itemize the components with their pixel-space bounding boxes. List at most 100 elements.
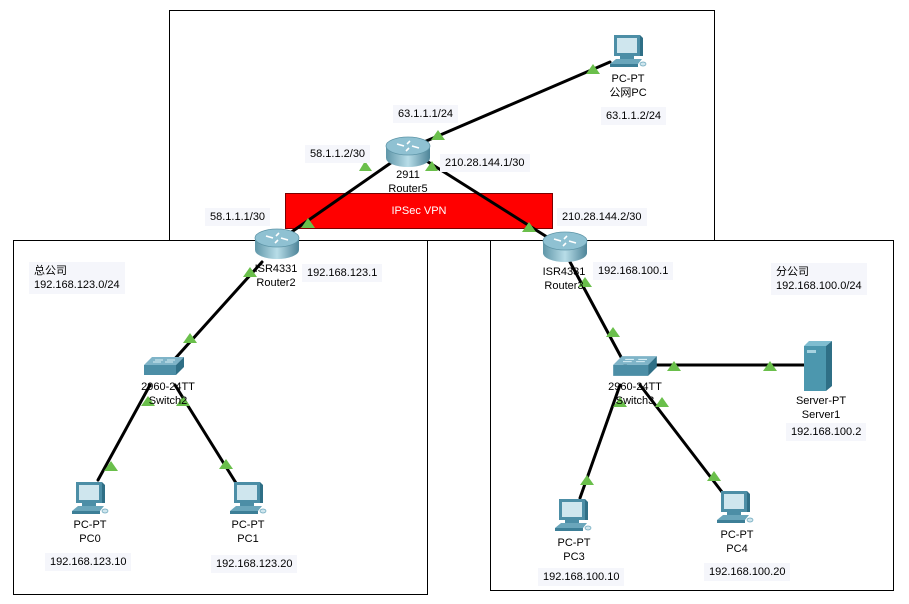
router-icon [384,136,432,170]
link-status-icon [176,396,190,406]
server1[interactable] [803,340,833,392]
switch-icon [143,355,185,377]
router3-name: Router3 [544,280,584,292]
router3-label: ISR4331 Router3 [543,265,586,293]
pc4-model: PC-PT [720,529,754,541]
ip-pc1: 192.168.123.20 [211,555,298,573]
switch2-name: Switch2 [148,395,188,407]
pc4-label: PC-PT PC4 [721,528,754,556]
router3-model: ISR4331 [542,266,586,278]
link-status-icon [667,361,681,371]
server1-name: Server1 [801,409,841,421]
router-icon [541,231,589,265]
branch-zone [490,240,894,591]
router5-name: Router5 [388,183,428,195]
link-status-icon [183,333,197,343]
branch-title: 分公司 [776,266,809,278]
link-router5-router3[interactable] [423,158,557,244]
public-pc-name: 公网PC [609,87,647,99]
public-pc-label: PC-PT 公网PC [609,72,646,100]
link-status-icon [243,267,257,277]
router2-label: ISR4331 Router2 [255,262,298,290]
pc-icon [608,34,648,70]
ip-server1: 192.168.100.2 [786,423,867,441]
ip-r3-wan: 210.28.144.2/30 [557,208,647,226]
ip-pc0: 192.168.123.10 [45,553,132,571]
public-pc[interactable] [608,34,648,70]
pc3-model: PC-PT [557,537,591,549]
switch3-model: 2960-24TT [608,381,662,393]
branch-note: 分公司 192.168.100.0/24 [771,263,867,295]
ip-r5-public: 63.1.1.1/24 [393,105,459,123]
router5-label: 2911 Router5 [388,168,427,196]
branch-subnet: 192.168.100.0/24 [776,280,862,292]
link-status-icon [586,64,600,74]
link-switch2-pc0[interactable] [96,383,152,482]
ip-r2-lan: 192.168.123.1 [302,264,383,282]
pc-icon [70,481,110,517]
router2-name: Router2 [256,277,296,289]
link-status-icon [613,397,627,407]
pc-icon [553,498,593,534]
switch3-name: Switch3 [615,395,655,407]
server-icon [803,340,833,392]
pc3[interactable] [553,498,593,534]
router3[interactable] [541,231,589,265]
link-switch3-pc4[interactable] [638,383,724,494]
link-status-icon [707,471,721,481]
router2[interactable] [253,228,301,262]
link-status-icon [219,459,233,469]
link-router2-switch2[interactable] [161,260,264,374]
hq-subnet: 192.168.123.0/24 [34,279,120,291]
hq-zone [13,240,428,595]
link-status-icon [580,475,594,485]
pc-icon [715,490,755,526]
link-router5-publicpc[interactable] [408,60,612,150]
pc1-model: PC-PT [231,519,265,531]
link-status-icon [522,222,536,232]
link-status-icon [301,218,315,228]
switch2-model: 2960-24TT [141,381,195,393]
switch-icon [612,354,658,378]
ip-pc3: 192.168.100.10 [538,568,625,586]
pc4[interactable] [715,490,755,526]
link-status-icon [359,161,372,171]
router5[interactable] [384,136,432,170]
switch2-label: 2960-24TT Switch2 [141,380,195,408]
link-status-icon [104,461,118,471]
link-status-icon [655,397,669,407]
pc-icon [228,481,268,517]
link-router3-switch3[interactable] [568,260,630,372]
pc1-label: PC-PT PC1 [232,518,265,546]
pc3-name: PC3 [563,551,585,563]
pc4-name: PC4 [726,543,748,555]
pc0[interactable] [70,481,110,517]
link-status-icon [141,396,155,406]
switch3-label: 2960-24TT Switch3 [608,380,662,408]
server1-model: Server-PT [795,395,847,407]
pc0-label: PC-PT PC0 [74,518,107,546]
hq-title: 总公司 [34,265,67,277]
ip-r5-to-r2: 58.1.1.2/30 [305,145,371,163]
ip-public-pc: 63.1.1.2/24 [601,107,667,125]
link-status-icon [606,327,620,337]
pc1[interactable] [228,481,268,517]
vpn-label: IPSec VPN [391,205,447,217]
router-icon [253,228,301,262]
link-status-icon [425,161,438,171]
link-status-icon [431,130,445,140]
link-router5-router2[interactable] [278,158,397,242]
pc0-name: PC0 [79,533,101,545]
switch3[interactable] [612,354,658,378]
ip-pc4: 192.168.100.20 [704,563,791,581]
link-status-icon [578,277,592,287]
hq-note: 总公司 192.168.123.0/24 [29,262,125,294]
internet-zone [169,10,715,241]
switch2[interactable] [143,355,185,377]
ip-r2-wan: 58.1.1.1/30 [205,208,271,226]
pc3-label: PC-PT PC3 [558,536,591,564]
ip-r3-lan: 192.168.100.1 [593,262,674,280]
pc1-name: PC1 [237,533,259,545]
router5-model: 2911 [396,169,420,181]
